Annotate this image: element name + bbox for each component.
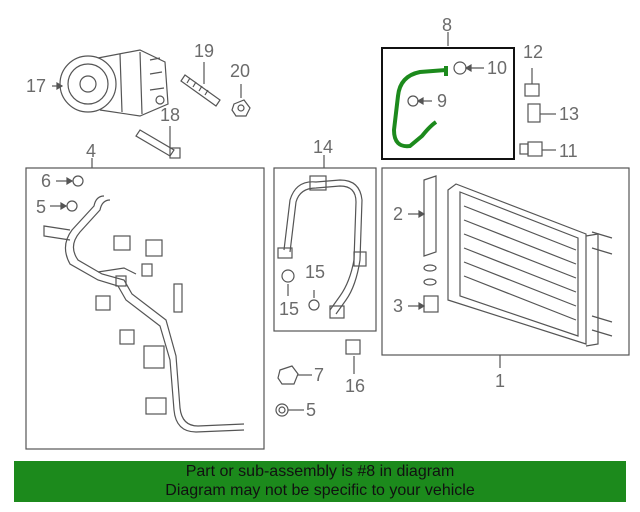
- banner-line-2: Diagram may not be specific to your vehi…: [165, 482, 475, 499]
- callout-10: 10: [487, 58, 508, 78]
- callout-6: 6: [41, 171, 52, 191]
- group-box-14: [273, 167, 377, 332]
- valve-13: [527, 103, 556, 123]
- group-box-1: [381, 167, 630, 356]
- parts-diagram: [25, 32, 630, 450]
- hose-assembly-8: [391, 66, 448, 149]
- callout-12: 12: [523, 42, 544, 62]
- hose-14: [277, 175, 367, 319]
- highlight-box-8: [381, 47, 515, 160]
- condenser-1: [408, 175, 613, 347]
- bolt-18: [135, 129, 181, 159]
- callout-5-top: 5: [36, 197, 47, 217]
- callout-3: 3: [393, 296, 404, 316]
- callout-19: 19: [194, 41, 215, 61]
- callout-13: 13: [559, 104, 580, 124]
- callout-15-right: 15: [305, 262, 326, 282]
- nut-20: [231, 99, 251, 117]
- compressor: [59, 49, 169, 117]
- callout-2: 2: [393, 204, 404, 224]
- seal-5: [275, 403, 304, 417]
- cap-12: [524, 68, 540, 97]
- callout-15-left: 15: [279, 299, 300, 319]
- bolt-19: [180, 74, 221, 107]
- callout-7: 7: [314, 365, 325, 385]
- callout-20: 20: [230, 61, 251, 81]
- callout-9: 9: [437, 91, 448, 111]
- callout-14: 14: [313, 137, 334, 157]
- fitting-16: [345, 339, 361, 374]
- banner-line-1: Part or sub-assembly is #8 in diagram: [185, 463, 455, 480]
- callout-8: 8: [442, 15, 453, 35]
- callout-1: 1: [495, 371, 506, 391]
- line-assembly-4: [43, 175, 245, 433]
- callout-18: 18: [160, 105, 181, 125]
- callout-4: 4: [86, 141, 97, 161]
- callout-5-bottom: 5: [306, 400, 317, 420]
- callout-17: 17: [26, 76, 47, 96]
- nut-7: [277, 365, 312, 385]
- bolt-11: [519, 141, 556, 157]
- info-banner: Part or sub-assembly is #8 in diagram Di…: [14, 461, 626, 502]
- callout-16: 16: [345, 376, 366, 396]
- group-box-4: [25, 167, 265, 450]
- callout-11: 11: [559, 141, 578, 161]
